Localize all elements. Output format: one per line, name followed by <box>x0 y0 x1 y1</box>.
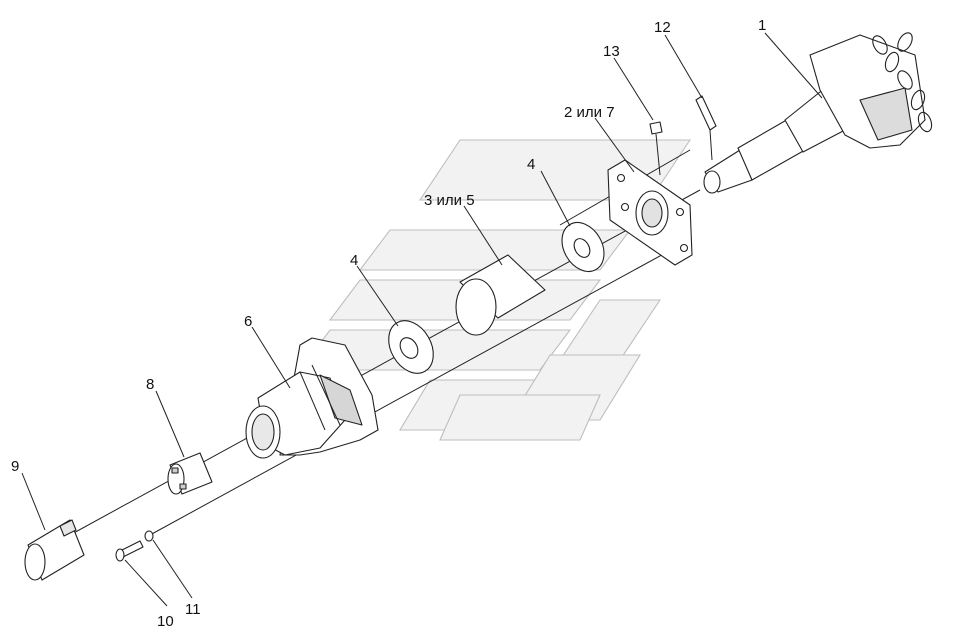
part-3-or-5-bushing <box>455 254 546 336</box>
callout-3-or-5: 3 или 5 <box>424 192 475 209</box>
part-12-cotter-pin <box>695 95 717 161</box>
part-10-bolt <box>115 540 144 562</box>
callout-12: 12 <box>654 19 671 36</box>
part-4-washer-upper <box>561 222 605 272</box>
part-11-washer <box>144 530 154 542</box>
leader-lines <box>21 32 823 607</box>
part-13-grease-fitting <box>649 121 663 176</box>
part-8-castle-nut <box>167 452 213 495</box>
chain-icon <box>872 32 933 133</box>
part-4-washer-lower <box>388 320 434 374</box>
callout-13: 13 <box>603 43 620 60</box>
callout-8: 8 <box>146 376 154 393</box>
callout-10: 10 <box>157 613 174 630</box>
callout-1: 1 <box>758 17 766 34</box>
callout-labels: 1 2 или 7 3 или 5 4 4 6 8 9 10 11 12 13 <box>11 17 766 630</box>
callout-6: 6 <box>244 313 252 330</box>
callout-9: 9 <box>11 458 19 475</box>
callout-4-upper: 4 <box>527 156 535 173</box>
part-9-cap <box>24 519 85 581</box>
part-1-tow-hook <box>703 32 933 194</box>
callout-4-lower: 4 <box>350 252 358 269</box>
callout-11: 11 <box>185 601 201 618</box>
part-6-housing <box>245 337 379 459</box>
callout-2-or-7: 2 или 7 <box>564 104 615 121</box>
